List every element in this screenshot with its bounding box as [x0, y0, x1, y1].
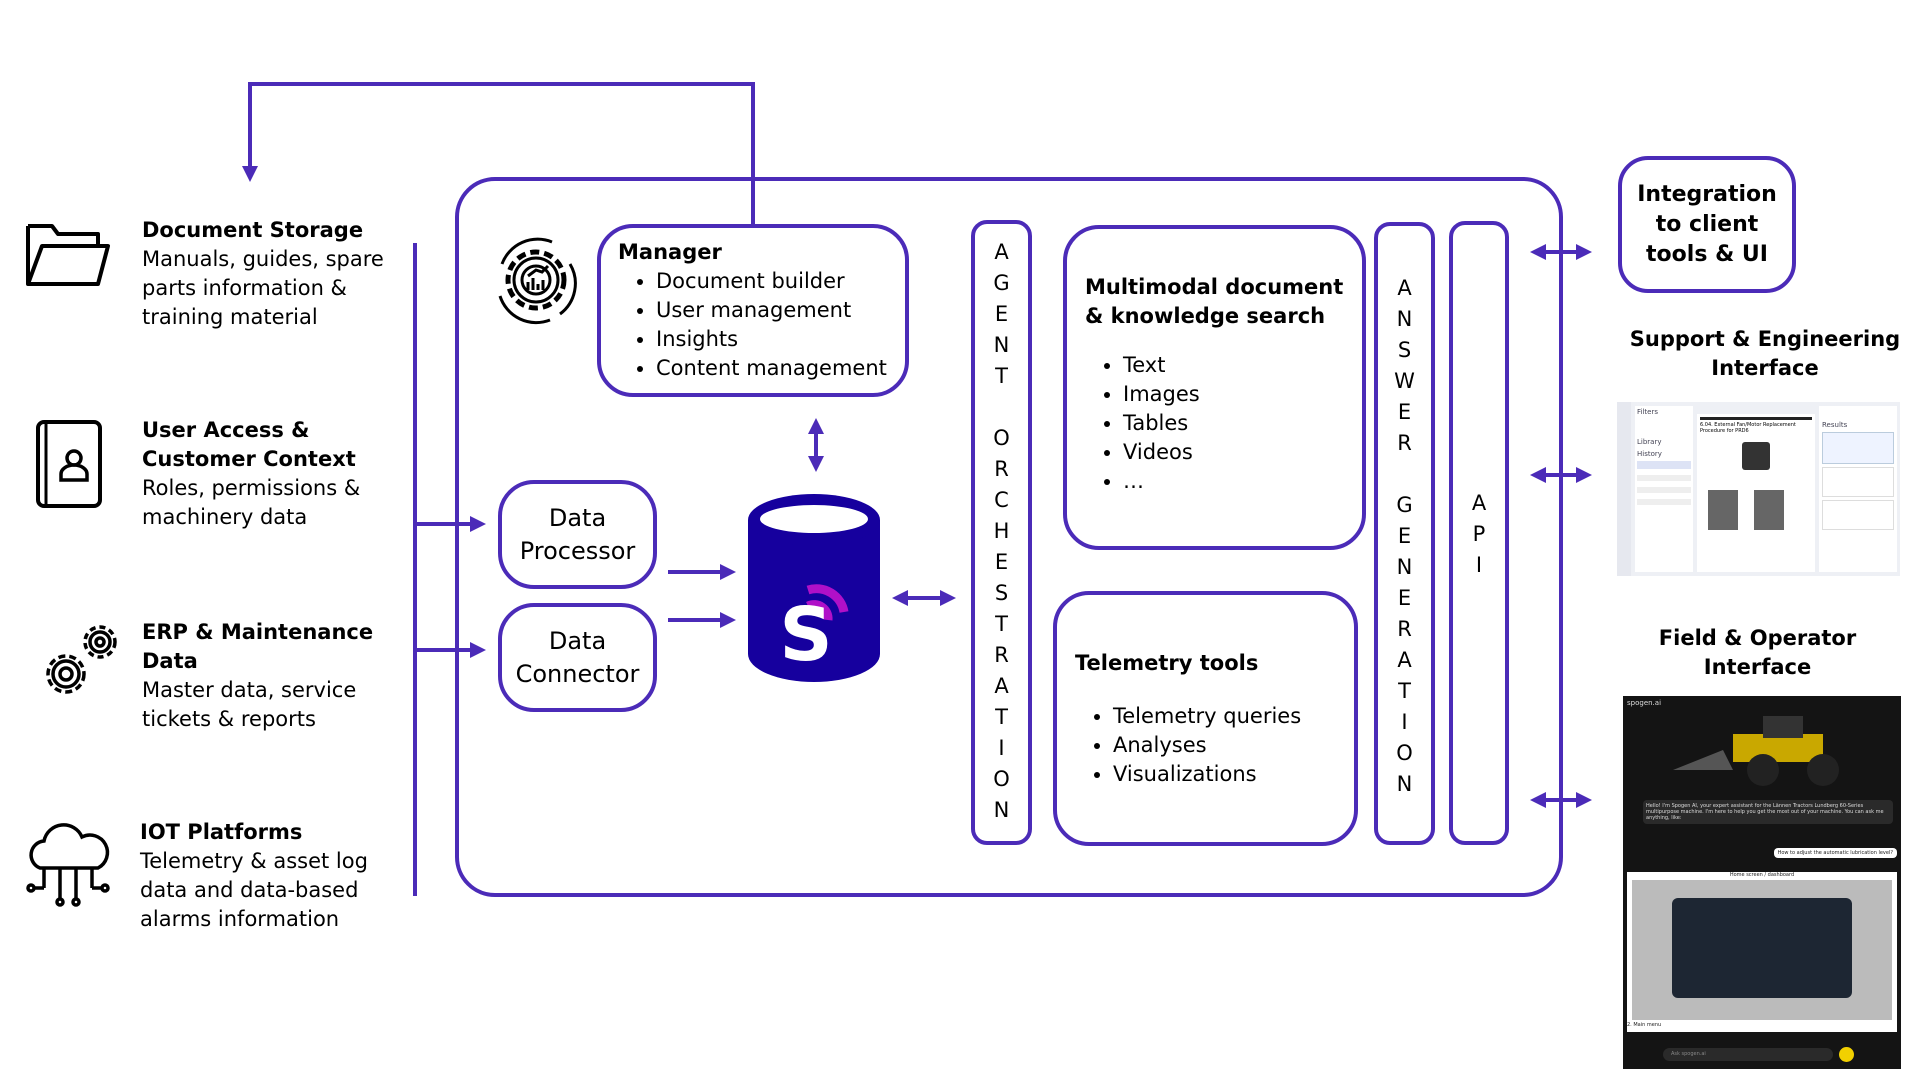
- manager-item: Insights: [656, 325, 905, 354]
- manager-item: Content management: [656, 354, 905, 383]
- sidebar-history: History: [1637, 450, 1662, 458]
- agent-orchestration-column: AGENT ORCHESTRATION: [971, 220, 1032, 845]
- search-item: Text: [1123, 351, 1362, 380]
- source-erp: ERP & Maintenance Data Master data, serv…: [142, 618, 412, 734]
- platform-frame: [455, 177, 1563, 897]
- manager-box: Manager Document builder User management…: [597, 224, 909, 397]
- loader-machine-image: [1673, 716, 1839, 786]
- database-logo: S: [779, 592, 832, 678]
- cloud-network-icon: [26, 823, 110, 907]
- search-item: Videos: [1123, 438, 1362, 467]
- gear-chart-icon: [498, 237, 577, 325]
- search-item: Images: [1123, 380, 1362, 409]
- feedback-loop-arrow: [242, 82, 755, 225]
- telemetry-item: Analyses: [1113, 731, 1354, 760]
- data-processor-label: Data Processor: [519, 503, 636, 565]
- search-item: Tables: [1123, 409, 1362, 438]
- database-icon: S: [748, 494, 880, 682]
- search-box: Multimodal document & knowledge search T…: [1063, 225, 1366, 550]
- answer-generation-column: ANSWER GENERATION: [1374, 222, 1435, 845]
- source-title: ERP & Maintenance Data: [142, 620, 374, 673]
- telemetry-box: Telemetry tools Telemetry queries Analys…: [1053, 591, 1358, 846]
- data-processor-box: Data Processor: [498, 480, 657, 589]
- telemetry-list: Telemetry queries Analyses Visualization…: [1075, 702, 1354, 789]
- api-column: API: [1449, 221, 1509, 845]
- manager-item: User management: [656, 296, 905, 325]
- manager-title: Manager: [618, 240, 722, 264]
- source-desc: Telemetry & asset log data and data-base…: [140, 849, 368, 931]
- source-iot: IOT Platforms Telemetry & asset log data…: [140, 818, 410, 934]
- mic-button[interactable]: [1839, 1047, 1854, 1062]
- support-interface-title: Support & Engineering Interface: [1629, 327, 1901, 380]
- source-user-access: User Access & Customer Context Roles, pe…: [142, 416, 412, 532]
- api-label: API: [1467, 491, 1491, 584]
- app-name: spogen.ai: [1627, 699, 1662, 707]
- data-connector-box: Data Connector: [498, 603, 657, 712]
- data-connector-label: Data Connector: [515, 626, 640, 688]
- integration-box: Integration to client tools & UI: [1618, 156, 1796, 293]
- telemetry-title: Telemetry tools: [1075, 651, 1259, 675]
- assistant-greeting: Hello! I'm Spogen AI, your expert assist…: [1643, 800, 1893, 824]
- source-desc: Manuals, guides, spare parts information…: [142, 247, 384, 329]
- results-label: Results: [1822, 421, 1848, 429]
- user-badge-icon: [36, 420, 102, 508]
- chat-input[interactable]: Ask spogen.ai: [1663, 1048, 1833, 1061]
- sidebar-filters: Filters: [1637, 408, 1658, 416]
- search-list: Text Images Tables Videos …: [1085, 351, 1362, 496]
- telemetry-item: Telemetry queries: [1113, 702, 1354, 731]
- search-title: Multimodal document & knowledge search: [1085, 275, 1344, 328]
- image-caption: Home screen / dashboard: [1729, 872, 1795, 878]
- manager-list: Document builder User management Insight…: [618, 267, 905, 383]
- folder-icon: [26, 224, 110, 286]
- user-question: How to adjust the automatic lubrication …: [1773, 848, 1897, 858]
- sidebar-library: Library: [1637, 438, 1662, 446]
- source-document-storage: Document Storage Manuals, guides, spare …: [142, 216, 412, 332]
- doc-heading: 6.04. External Fan/Motor Replacement Pro…: [1700, 422, 1796, 434]
- image-footer: 2. Main menu: [1627, 1022, 1662, 1028]
- answer-generation-label: ANSWER GENERATION: [1392, 276, 1417, 803]
- gears-icon: [46, 625, 117, 694]
- field-interface-screenshot: spogen.ai Hello! I'm Spogen AI, your exp…: [1623, 696, 1901, 1069]
- source-title: Document Storage: [142, 218, 364, 242]
- source-title: User Access & Customer Context: [142, 418, 356, 471]
- source-title: IOT Platforms: [140, 820, 303, 844]
- integration-label: Integration to client tools & UI: [1637, 181, 1777, 267]
- telemetry-item: Visualizations: [1113, 760, 1354, 789]
- search-item: …: [1123, 467, 1362, 496]
- support-interface-screenshot: Filters Library History 6.04. External F…: [1617, 402, 1900, 576]
- agent-orchestration-label: AGENT ORCHESTRATION: [989, 240, 1014, 829]
- source-desc: Master data, service tickets & reports: [142, 678, 357, 731]
- field-interface-title: Field & Operator Interface: [1658, 626, 1857, 679]
- manager-item: Document builder: [656, 267, 905, 296]
- source-desc: Roles, permissions & machinery data: [142, 476, 361, 529]
